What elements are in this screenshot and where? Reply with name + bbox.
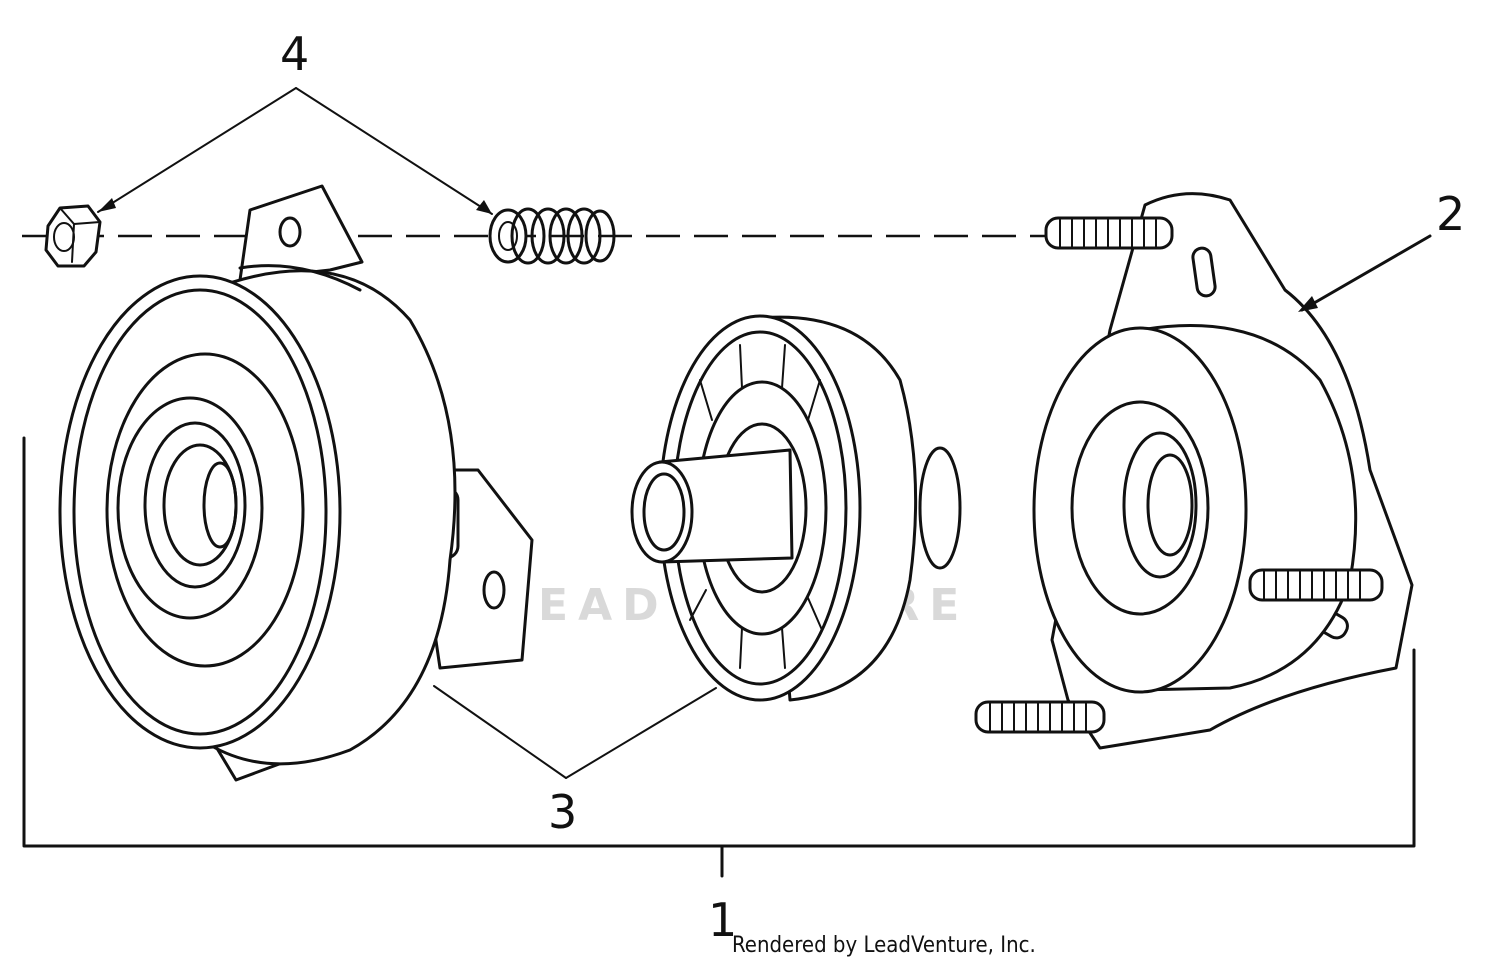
hex-nut xyxy=(44,204,102,268)
callout-4-leaders xyxy=(97,87,493,215)
callout-2-label: 2 xyxy=(1436,187,1465,241)
clutch-pulley-housing xyxy=(58,184,534,782)
mounting-stud-top xyxy=(1044,216,1174,250)
callout-1-label: 1 xyxy=(708,893,737,947)
field-coil-assembly xyxy=(974,192,1414,750)
spring xyxy=(488,207,616,265)
callout-1-bracket xyxy=(22,436,1416,878)
callout-3-leaders xyxy=(433,685,717,779)
credit-text: Rendered by LeadVenture, Inc. xyxy=(732,933,1036,958)
bearing-armature xyxy=(630,314,962,702)
callout-4-label: 4 xyxy=(280,27,309,81)
callout-2-leader xyxy=(1298,234,1432,312)
callout-3-label: 3 xyxy=(548,785,577,839)
mounting-stud-right xyxy=(1248,568,1384,602)
mounting-stud-bottom xyxy=(974,700,1106,734)
